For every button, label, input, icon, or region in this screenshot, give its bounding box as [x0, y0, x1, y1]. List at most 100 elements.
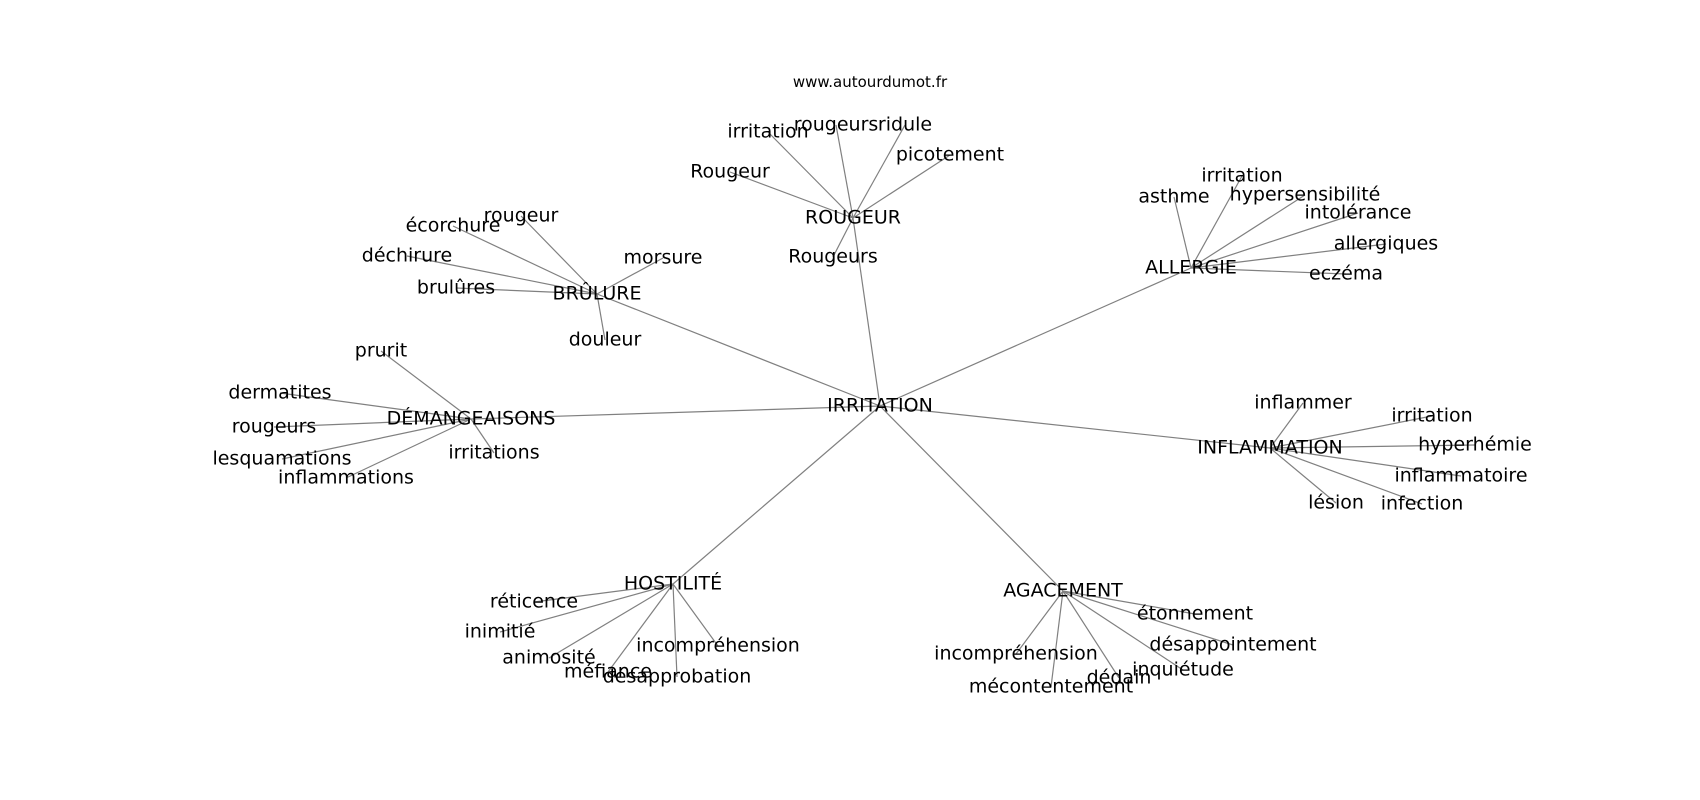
leaf-node: dermatites: [228, 381, 332, 404]
leaf-node: mécontentement: [968, 675, 1134, 698]
edge-center-hub: [879, 405, 1064, 592]
center-node: IRRITATION: [827, 394, 933, 417]
edge-hub-leaf: [596, 257, 664, 295]
hub-node: DÉMANGEAISONS: [386, 407, 556, 430]
hub-node: HOSTILITÉ: [623, 572, 723, 595]
edge-center-hub: [470, 405, 881, 420]
leaf-node: inflammations: [278, 466, 414, 489]
edge-hub-leaf: [1062, 590, 1184, 671]
edge-hub-leaf: [452, 225, 598, 295]
edge-hub-leaf: [1269, 447, 1337, 504]
edge-hub-leaf: [1050, 590, 1064, 688]
edge-hub-leaf: [1062, 590, 1234, 646]
leaf-node: prurit: [354, 339, 408, 362]
edge-hub-leaf: [1190, 212, 1359, 269]
edge-hub-leaf: [520, 215, 598, 295]
leaf-node: écorchure: [405, 214, 501, 237]
leaf-node: rougeurs: [793, 113, 879, 136]
leaf-node: méfiance: [564, 660, 652, 683]
leaf-node: rougeurs: [231, 415, 317, 438]
edge-hub-leaf: [835, 124, 854, 219]
hub-node: BRÛLURE: [552, 282, 642, 305]
leaf-node: douleur: [568, 328, 642, 351]
leaf-node: réticence: [489, 590, 579, 613]
leaf-node: irritations: [448, 441, 540, 464]
edge-hub-leaf: [406, 255, 598, 295]
leaf-node: infection: [1380, 492, 1464, 515]
edge-center-hub: [596, 293, 881, 407]
leaf-node: incompréhension: [636, 634, 800, 657]
edge-hub-leaf: [470, 418, 495, 454]
hub-node: AGACEMENT: [1003, 579, 1123, 602]
edge-hub-leaf: [672, 583, 719, 647]
edge-hub-leaf: [548, 583, 674, 659]
edge-hub-leaf: [832, 217, 854, 258]
edge-hub-leaf: [1190, 243, 1387, 269]
hub-node: ALLERGIE: [1145, 256, 1237, 279]
leaf-node: désapprobation: [602, 665, 752, 688]
edge-hub-leaf: [1173, 196, 1192, 269]
leaf-node: irritation: [1391, 404, 1473, 427]
leaf-node: Rougeurs: [788, 245, 878, 268]
edge-hub-leaf: [767, 131, 854, 219]
leaf-node: brulûres: [416, 276, 496, 299]
leaf-node: hypersensibilité: [1229, 183, 1381, 206]
leaf-node: lesquamations: [212, 447, 352, 470]
edge-hub-leaf: [1269, 447, 1423, 505]
leaf-node: eczéma: [1309, 262, 1383, 285]
graph-edges: [273, 124, 1476, 688]
leaf-node: allergiques: [1333, 232, 1439, 255]
hub-node: ROUGEUR: [805, 206, 901, 229]
edge-hub-leaf: [499, 583, 674, 633]
edge-hub-leaf: [1269, 447, 1462, 477]
leaf-node: inimitié: [464, 620, 536, 643]
leaf-node: inflammatoire: [1394, 464, 1528, 487]
edge-hub-leaf: [672, 583, 678, 678]
edge-hub-leaf: [380, 350, 472, 420]
leaf-node: rougeur: [483, 204, 559, 227]
edge-hub-leaf: [273, 418, 472, 428]
edge-hub-leaf: [455, 287, 598, 295]
edge-hub-leaf: [729, 171, 854, 219]
leaf-node: morsure: [623, 246, 703, 269]
edge-hub-leaf: [607, 583, 674, 673]
edge-center-hub: [879, 267, 1192, 407]
edge-hub-leaf: [1269, 402, 1304, 449]
leaf-node: asthme: [1138, 185, 1210, 208]
leaf-node: irritation: [727, 120, 809, 143]
leaf-node: animosité: [502, 646, 596, 669]
leaf-node: hyperhémie: [1418, 433, 1532, 456]
edge-hub-leaf: [852, 124, 906, 219]
leaf-node: lésion: [1308, 491, 1364, 514]
edge-hub-leaf: [596, 293, 606, 341]
edge-center-hub: [879, 405, 1271, 449]
edge-hub-leaf: [1190, 267, 1347, 275]
edge-hub-leaf: [533, 583, 674, 603]
hub-node: INFLAMMATION: [1197, 436, 1343, 459]
leaf-node: Rougeur: [690, 160, 770, 183]
leaf-node: irritation: [1201, 164, 1283, 187]
leaf-node: déchirure: [361, 244, 453, 267]
leaf-node: inflammer: [1254, 391, 1352, 414]
edge-hub-leaf: [281, 418, 472, 460]
leaf-node: étonnement: [1136, 602, 1254, 625]
edge-hub-leaf: [1269, 415, 1433, 449]
leaf-node: incompréhension: [934, 642, 1098, 665]
site-watermark: www.autourdumot.fr: [792, 73, 948, 91]
edge-center-hub: [852, 217, 881, 407]
edge-hub-leaf: [1190, 175, 1243, 269]
edge-hub-leaf: [279, 392, 472, 420]
edge-hub-leaf: [1190, 194, 1306, 269]
edge-hub-leaf: [1062, 590, 1196, 615]
edge-hub-leaf: [1062, 590, 1120, 679]
leaf-node: intolérance: [1304, 201, 1412, 224]
edge-hub-leaf: [852, 154, 951, 219]
leaf-node: désappointement: [1149, 633, 1317, 656]
leaf-node: inquiétude: [1132, 658, 1234, 681]
edge-hub-leaf: [1015, 590, 1064, 655]
leaf-node: ridule: [877, 113, 933, 136]
leaf-node: picotement: [895, 143, 1005, 166]
edge-hub-leaf: [1269, 444, 1476, 449]
edge-center-hub: [672, 405, 881, 585]
